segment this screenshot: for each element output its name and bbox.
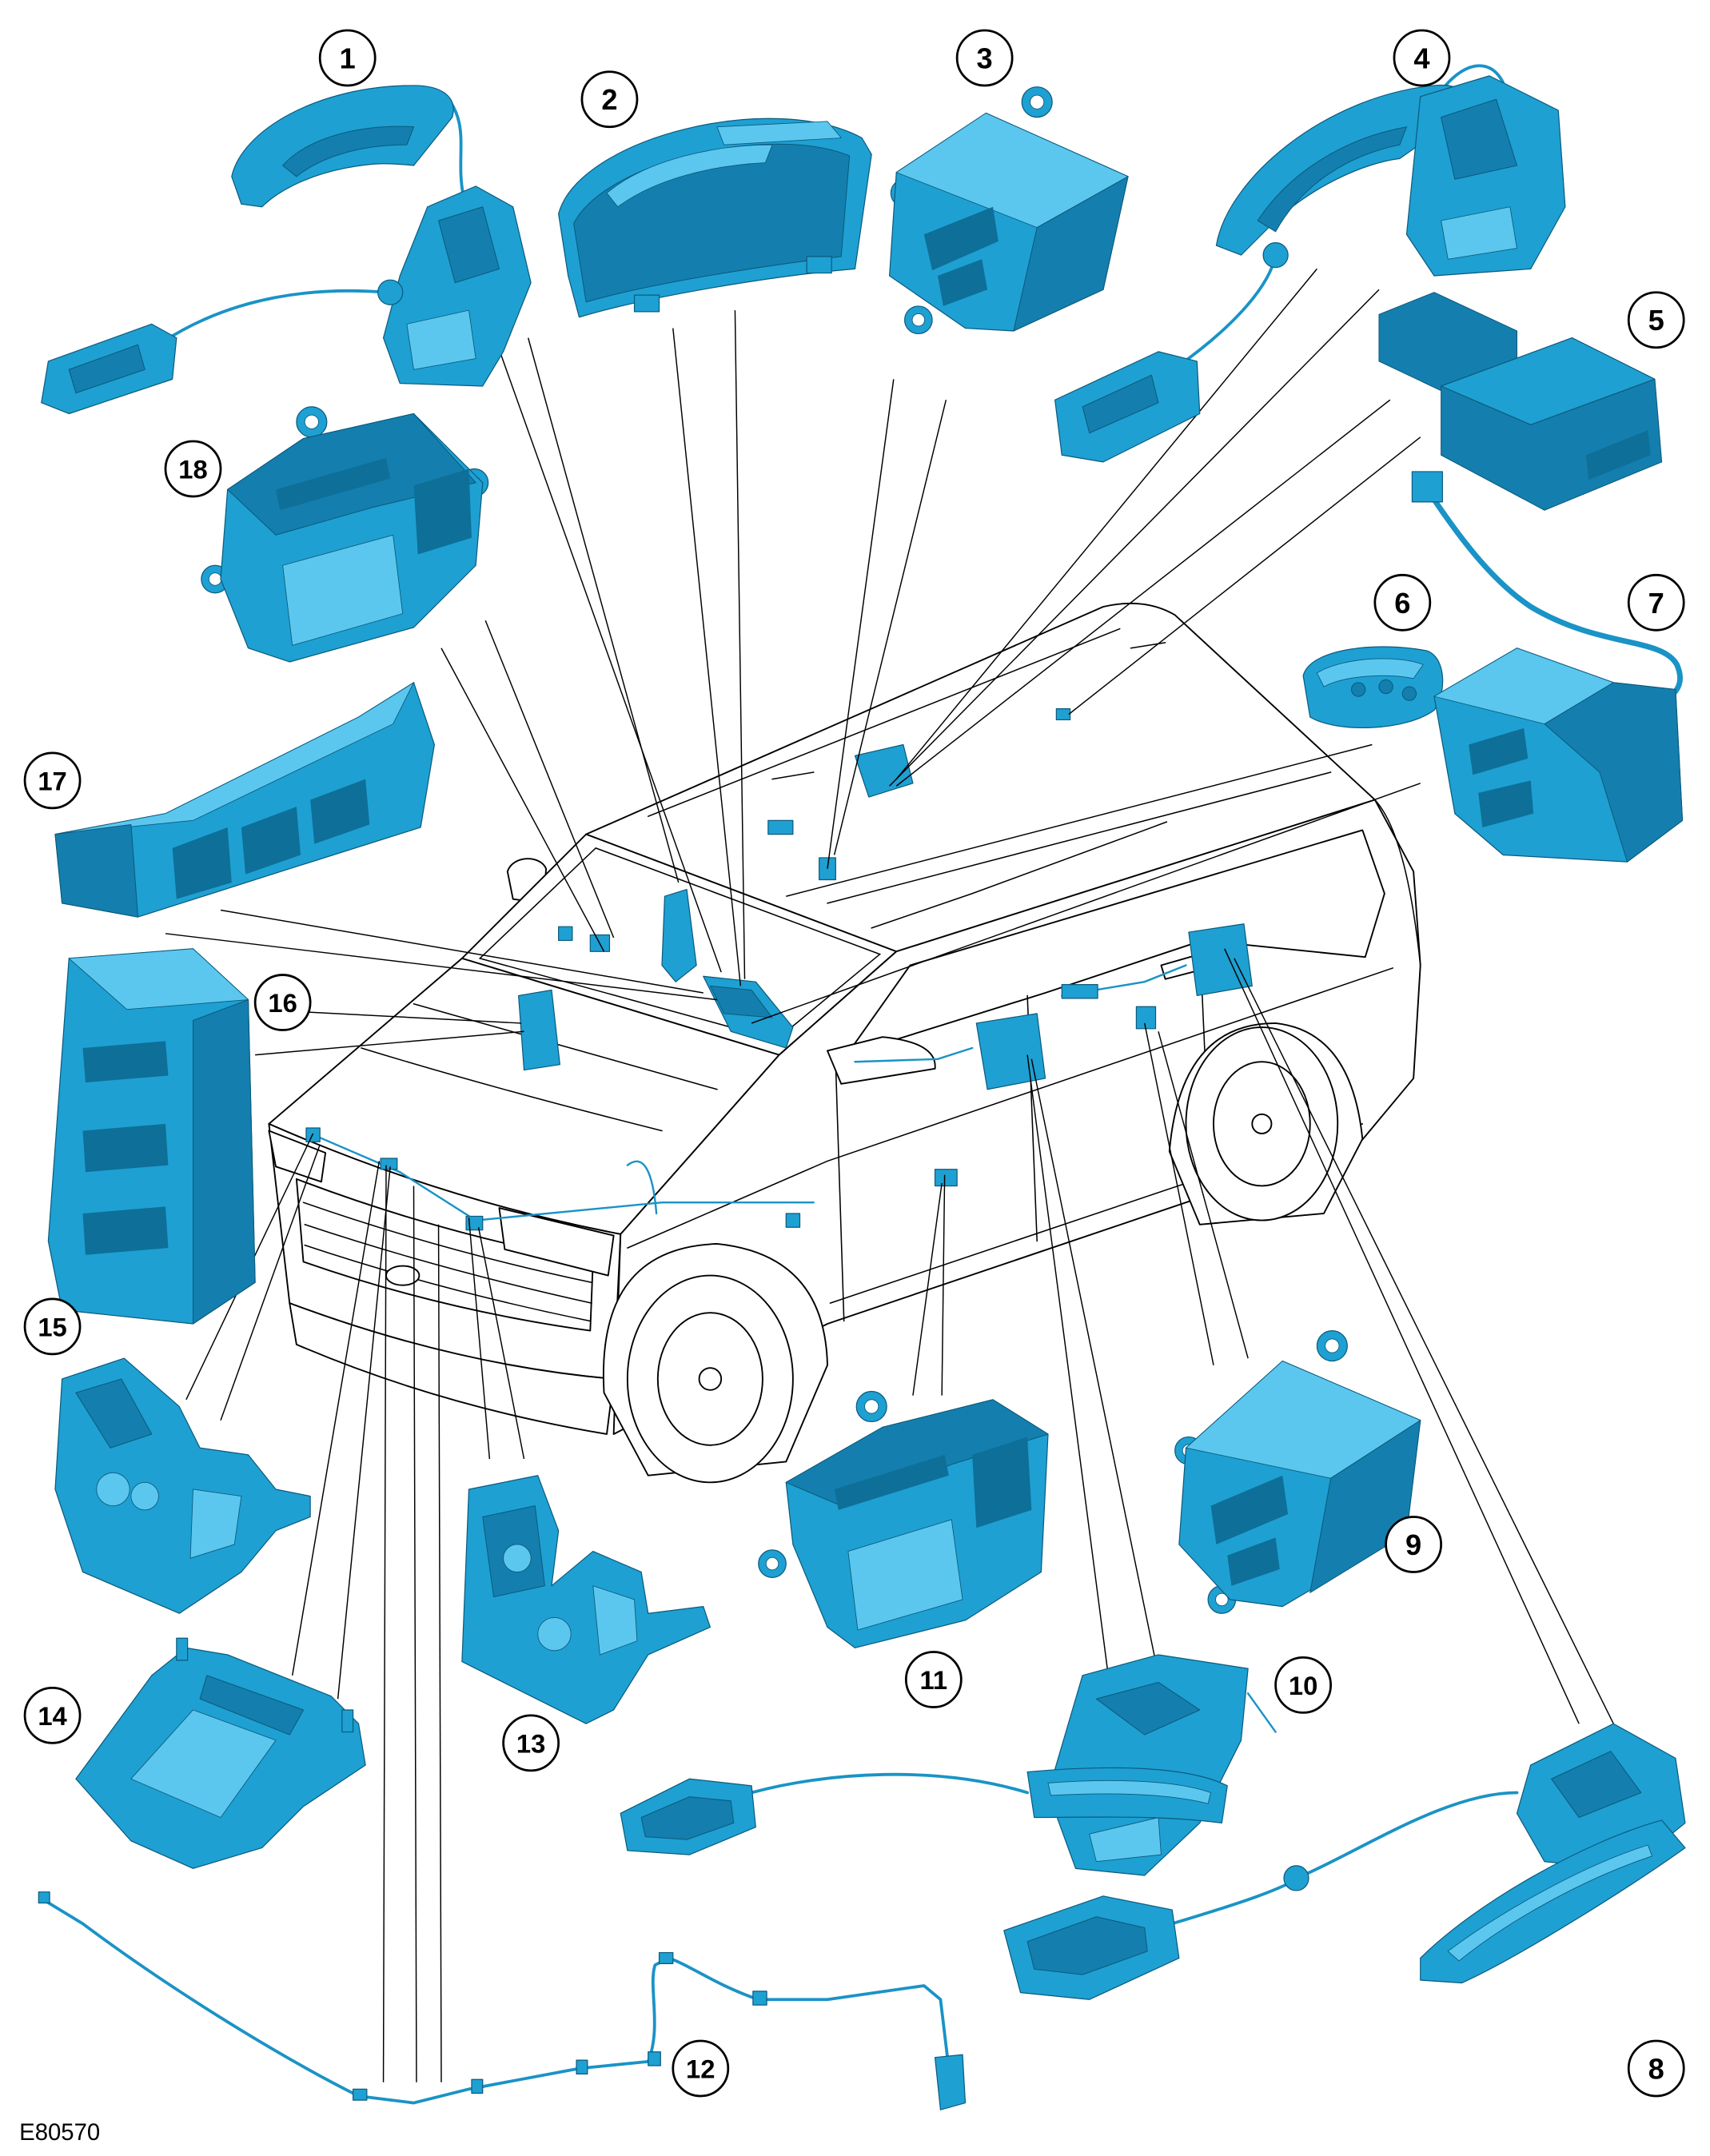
component-4-door-handle-lock-assembly xyxy=(1054,64,1566,463)
figure-reference: E80570 xyxy=(19,2119,100,2146)
component-13-latch xyxy=(461,1475,711,1724)
callout-label: 16 xyxy=(268,988,297,1018)
callout-3: 3 xyxy=(955,29,1014,87)
callout-label: 13 xyxy=(516,1728,545,1758)
callout-2: 2 xyxy=(580,70,639,129)
callout-label: 18 xyxy=(178,455,207,484)
callout-label: 7 xyxy=(1648,587,1664,620)
callout-label: 2 xyxy=(601,83,617,116)
callout-7: 7 xyxy=(1627,573,1685,632)
component-12-wiring-harness xyxy=(38,1891,967,2110)
component-1-door-handle-lock-assembly xyxy=(41,85,532,415)
callout-15: 15 xyxy=(23,1297,82,1356)
component-15-latch xyxy=(54,1357,311,1614)
component-16-module xyxy=(47,948,256,1325)
callout-8: 8 xyxy=(1627,2039,1685,2098)
component-17-junction-box xyxy=(54,681,435,918)
vehicle-outline xyxy=(268,602,1421,1484)
callout-17: 17 xyxy=(23,751,82,810)
component-10-door-handle-lock-assembly xyxy=(620,1654,1277,1876)
component-2-instrument-cluster xyxy=(558,118,872,318)
callout-label: 4 xyxy=(1413,42,1429,74)
callout-16: 16 xyxy=(253,974,312,1031)
callout-12: 12 xyxy=(672,2039,730,2098)
callout-18: 18 xyxy=(164,440,222,498)
component-9-control-module xyxy=(1174,1329,1421,1614)
callout-6: 6 xyxy=(1373,573,1432,632)
callout-label: 5 xyxy=(1648,304,1664,337)
callout-label: 12 xyxy=(686,2054,715,2084)
callout-9: 9 xyxy=(1385,1516,1442,1573)
component-14-hood-latch xyxy=(75,1637,366,1869)
callout-label: 8 xyxy=(1648,2052,1664,2085)
component-11-control-module xyxy=(758,1390,1049,1648)
callout-11: 11 xyxy=(904,1651,963,1708)
component-5-module xyxy=(1378,292,1663,511)
component-3-control-module xyxy=(889,86,1130,335)
callout-1: 1 xyxy=(318,29,377,87)
component-7-module-with-harness xyxy=(1411,471,1684,863)
callout-13: 13 xyxy=(502,1714,560,1772)
component-8-door-handle-lock-assembly xyxy=(1003,1723,1686,2000)
callout-label: 9 xyxy=(1405,1528,1421,1561)
callout-4: 4 xyxy=(1393,29,1451,87)
callout-label: 3 xyxy=(977,42,993,74)
callout-label: 15 xyxy=(38,1313,66,1342)
callout-10: 10 xyxy=(1274,1656,1332,1714)
callout-14: 14 xyxy=(23,1686,82,1744)
callout-label: 6 xyxy=(1394,587,1410,620)
callout-label: 10 xyxy=(1289,1671,1317,1700)
component-6-key-fob xyxy=(1302,646,1444,729)
callout-label: 14 xyxy=(38,1701,67,1731)
leader-lines xyxy=(165,268,1614,2082)
callout-label: 11 xyxy=(920,1665,948,1695)
callout-label: 1 xyxy=(340,42,356,74)
callout-label: 17 xyxy=(38,766,66,795)
component-18-control-module xyxy=(201,406,489,663)
callout-5: 5 xyxy=(1627,291,1685,349)
